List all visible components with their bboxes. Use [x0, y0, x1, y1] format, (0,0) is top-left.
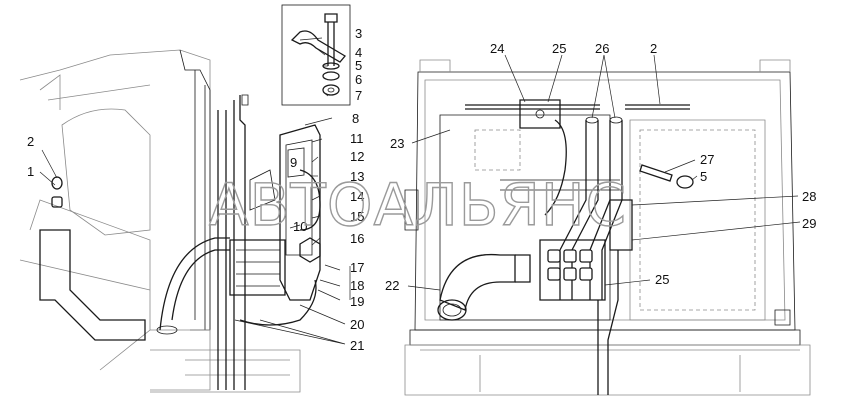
part-16-nut [299, 237, 321, 263]
callout-2-right: 2 [650, 41, 657, 56]
inner-panel [439, 114, 611, 321]
callout-15: 15 [350, 209, 364, 224]
callout-6: 6 [355, 72, 362, 87]
callout-12: 12 [350, 149, 364, 164]
control-unit [539, 239, 606, 301]
part-7-nut [322, 84, 340, 96]
callout-25-bottom: 25 [655, 272, 669, 287]
heater-housing [279, 124, 321, 301]
left-view [19, 4, 351, 393]
callout-8: 8 [352, 111, 359, 126]
callout-22: 22 [385, 278, 399, 293]
callout-9: 9 [290, 155, 297, 170]
part-3-bolt [324, 13, 338, 66]
callout-14: 14 [350, 189, 364, 204]
callout-7: 7 [355, 88, 362, 103]
callout-2-left: 2 [27, 134, 34, 149]
callout-19: 19 [350, 294, 364, 309]
callout-3: 3 [355, 26, 362, 41]
callout-5-right: 5 [700, 169, 707, 184]
callout-16: 16 [350, 231, 364, 246]
left-window [61, 108, 151, 236]
part-5-cap [676, 175, 694, 189]
fastener-kit-box [281, 4, 351, 106]
left-cab-outline [19, 49, 211, 330]
callout-18: 18 [350, 278, 364, 293]
right-view [404, 59, 811, 396]
callout-20: 20 [350, 317, 364, 332]
part-6-washer [322, 71, 340, 81]
radiator-block [229, 239, 286, 296]
wire-25 [544, 119, 567, 216]
callout-1: 1 [27, 164, 34, 179]
curved-pipe-20 [171, 249, 230, 321]
callout-24: 24 [490, 41, 504, 56]
left-air-duct [39, 229, 146, 341]
callout-28: 28 [802, 189, 816, 204]
callout-17: 17 [350, 260, 364, 275]
top-rail-24 [465, 104, 600, 110]
callout-labels: 2 1 3 4 5 6 7 8 9 11 12 13 14 15 16 10 1… [27, 26, 816, 353]
leader-lines [39, 37, 801, 345]
callout-4: 4 [355, 45, 362, 60]
top-rail-2 [625, 104, 690, 110]
bracket-25 [519, 99, 561, 129]
callout-23: 23 [390, 136, 404, 151]
part-1-clip [51, 176, 63, 190]
watermark-text: АВТОАЛЬЯНС [209, 171, 627, 239]
heater-pipe-bend [299, 169, 321, 231]
callout-10: 10 [293, 219, 307, 234]
callout-25-top: 25 [552, 41, 566, 56]
part-4-clamp [290, 30, 346, 63]
part-27-cover [639, 164, 673, 182]
pipe-29 [607, 250, 619, 395]
callout-26: 26 [595, 41, 609, 56]
callout-21: 21 [350, 338, 364, 353]
callout-11: 11 [350, 131, 364, 146]
callout-5-left: 5 [355, 58, 362, 73]
callout-13: 13 [350, 169, 364, 184]
pipe-bundle-vertical [217, 100, 235, 390]
bracket-28 [609, 199, 633, 251]
callout-27: 27 [700, 152, 714, 167]
callout-29: 29 [802, 216, 816, 231]
elbow-duct-22 [439, 253, 516, 311]
